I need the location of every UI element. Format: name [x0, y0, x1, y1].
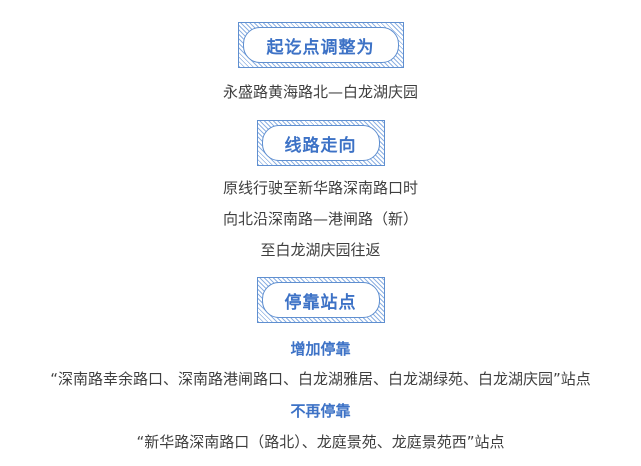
route-heading-badge: 线路走向: [256, 120, 385, 166]
removed-stops-text: “新华路深南路口（路北）、龙庭景苑、龙庭景苑西”站点: [136, 433, 505, 451]
route-text-line-3: 至白龙湖庆园往返: [260, 241, 381, 259]
terminus-heading: 起讫点调整为: [242, 27, 399, 63]
removed-stops-label: 不再停靠: [290, 402, 351, 420]
added-stops-text: “深南路幸余路口、深南路港闸路口、白龙湖雅居、白龙湖绿苑、白龙湖庆园”站点: [50, 370, 591, 388]
stops-heading: 停靠站点: [261, 282, 380, 318]
stops-heading-badge: 停靠站点: [256, 277, 385, 323]
terminus-text: 永盛路黄海路北—白龙湖庆园: [222, 83, 418, 101]
route-heading: 线路走向: [261, 125, 380, 161]
route-text-line-1: 原线行驶至新华路深南路口时: [222, 179, 418, 197]
route-text-line-2: 向北沿深南路—港闸路（新）: [222, 210, 418, 228]
terminus-heading-badge: 起讫点调整为: [237, 22, 404, 68]
added-stops-label: 增加停靠: [290, 340, 351, 358]
